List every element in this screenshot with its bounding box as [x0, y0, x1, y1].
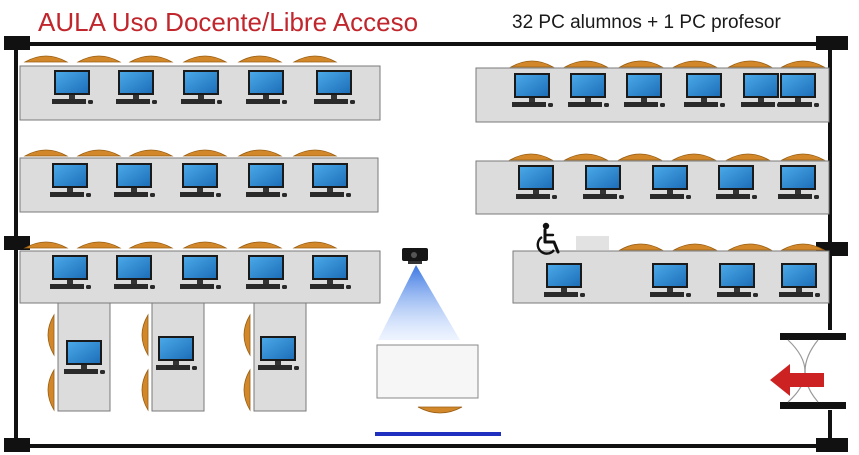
projector-beam [378, 265, 460, 340]
exit-door [770, 333, 846, 409]
chair-icon [141, 368, 149, 412]
computer-icon [116, 70, 157, 104]
computer-icon [512, 73, 553, 107]
computer-icon [310, 255, 351, 289]
plan-title: AULA Uso Docente/Libre Acceso [38, 7, 419, 37]
chair-icon [727, 60, 773, 68]
chair-icon [672, 60, 718, 68]
computer-icon [246, 70, 287, 104]
chairs [23, 55, 826, 412]
computer-icon [778, 165, 819, 199]
chair-icon [780, 153, 826, 161]
computer-icon [246, 255, 287, 289]
chair-icon [47, 368, 55, 412]
computer-icon [624, 73, 665, 107]
computer-icon [568, 73, 609, 107]
computer-icon [310, 163, 351, 197]
computer-icon [650, 263, 691, 297]
computer-icon [50, 163, 91, 197]
chair-icon [128, 55, 174, 63]
chair-icon [780, 243, 826, 251]
chair-icon [508, 153, 554, 161]
chair-icon [76, 241, 122, 249]
chair-icon [671, 153, 717, 161]
computer-icon [684, 73, 725, 107]
chair-icon [128, 149, 174, 157]
chair-icon [563, 60, 609, 68]
chair-icon [182, 55, 228, 63]
computer-icon [716, 165, 757, 199]
computer-icon [314, 70, 355, 104]
chair-icon [23, 149, 69, 157]
computer-icon [544, 263, 585, 297]
chair-icon [509, 60, 555, 68]
chair-icon [618, 243, 664, 251]
computers [50, 70, 820, 387]
chair-icon [237, 55, 283, 63]
computer-icon [156, 336, 197, 370]
computer-icon [64, 340, 105, 374]
chair-icon [141, 313, 149, 357]
whiteboard [375, 432, 501, 436]
chair-icon [47, 313, 55, 357]
teacher-desk [376, 344, 479, 399]
chair-icon [292, 55, 338, 63]
chair-icon [182, 149, 228, 157]
wall-pillars [4, 36, 848, 452]
computer-icon [778, 73, 819, 107]
chair-icon [727, 243, 773, 251]
chair-icon [563, 153, 609, 161]
computer-icon [583, 165, 624, 199]
chair-icon [23, 241, 69, 249]
wheelchair-icon [536, 222, 560, 255]
accessible-desk-space [576, 236, 609, 250]
computer-icon [717, 263, 758, 297]
chair-icon [76, 55, 122, 63]
computer-icon [258, 336, 299, 370]
chair-icon [76, 149, 122, 157]
computer-icon [181, 70, 222, 104]
computer-icon [180, 163, 221, 197]
chair-icon [23, 55, 69, 63]
chair-icon [243, 313, 251, 357]
projector-icon [402, 248, 428, 264]
chair-icon [128, 241, 174, 249]
computer-icon [246, 163, 287, 197]
chair-icon [617, 153, 663, 161]
computer-icon [114, 163, 155, 197]
exit-arrow-icon [770, 364, 824, 396]
computer-icon [779, 263, 820, 297]
teacher-chair [417, 406, 463, 414]
chair-icon [292, 241, 338, 249]
pc-count-caption: 32 PC alumnos + 1 PC profesor [512, 12, 781, 33]
computer-icon [180, 255, 221, 289]
computer-icon [50, 255, 91, 289]
computer-icon [650, 165, 691, 199]
chair-icon [243, 368, 251, 412]
chair-icon [237, 241, 283, 249]
chair-icon [780, 60, 826, 68]
computer-icon [516, 165, 557, 199]
chair-icon [672, 243, 718, 251]
chair-icon [618, 60, 664, 68]
computer-icon [114, 255, 155, 289]
chair-icon [182, 241, 228, 249]
chair-icon [237, 149, 283, 157]
chair-icon [725, 153, 771, 161]
chair-icon [292, 149, 338, 157]
computer-icon [52, 70, 93, 104]
